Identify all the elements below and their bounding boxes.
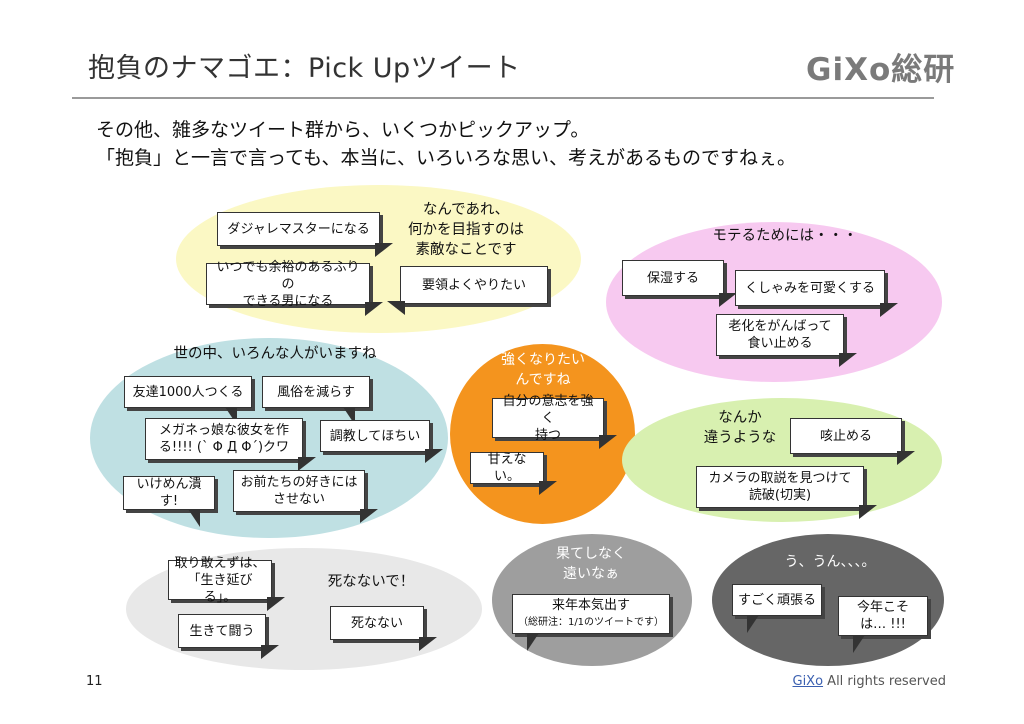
intro-line-1: その他、雑多なツイート群から、いくつかピックアップ。 — [96, 119, 590, 141]
bubble-ikinobiru: 取り敢えずは、 「生き延びる」。 — [168, 556, 285, 611]
bubble-fuuzoku: 風俗を減らす — [262, 376, 370, 425]
bubble-rouka: 老化をがんばって 食い止める — [716, 314, 857, 367]
bubble-ikitetatakau: 生きて闘う — [178, 614, 279, 659]
intro-line-2: 「抱負」と一言で言っても、本当に、いろいろな思い、考えがあるものですねぇ。 — [96, 147, 796, 169]
bubble-yoyuu: いつでも余裕のあるふりの できる男になる — [206, 260, 383, 316]
bubble-kotoshikoso: 今年こそ は… !!! — [838, 596, 928, 653]
copyright-rights: All rights reserved — [823, 674, 946, 689]
bubble-kushami: くしゃみを可愛くする — [735, 270, 898, 317]
bubble-dajare: ダジャレマスターになる — [217, 212, 393, 257]
bubble-ikemen: いけめん潰す! — [123, 476, 215, 527]
bubble-shinanai: 死なない — [330, 606, 437, 651]
bubble-rainen-note: （総研注：1/1のツイートです） — [517, 617, 665, 628]
cloud-lightgray-heading: 死なないで！ — [327, 574, 415, 590]
cloud-pink-heading: モテるためには・・・ — [712, 228, 858, 244]
header-divider — [72, 97, 934, 99]
bubble-rainen: 来年本気出す （総研注：1/1のツイートです） — [512, 594, 670, 651]
copyright: GiXo All rights reserved — [793, 674, 947, 689]
cloud-yellow-heading: なんであれ、 何かを目指すのは 素敵なことです — [408, 202, 524, 258]
intro-text: その他、雑多なツイート群から、いくつかピックアップ。 「抱負」と一言で言っても、… — [96, 116, 796, 172]
cloud-orange-heading: 強くなりたい んですね — [501, 352, 585, 388]
copyright-brand-link[interactable]: GiXo — [792, 674, 824, 689]
gixo-logo: GiXo総研 — [806, 52, 956, 88]
page-number: 11 — [86, 674, 103, 689]
bubble-megane: メガネっ娘な彼女を作 る!!!! (` Φ Д Φ´)クワ — [145, 418, 316, 471]
bubble-camera: カメラの取説を見つけて 読破(切実) — [696, 466, 877, 519]
bubble-choukyou: 調教してほちい — [320, 420, 443, 463]
bubble-ishi: 自分の意志を強く 持つ — [492, 394, 617, 449]
cloud-darkgray-heading: う、うん、、、。 — [784, 554, 876, 570]
bubble-hoshitsu: 保湿する — [622, 260, 737, 307]
cloud-midgray-heading: 果てしなく 遠いなぁ — [556, 546, 626, 582]
cloud-blue-heading: 世の中、いろんな人がいますね — [173, 346, 377, 362]
bubble-tomodachi: 友達1000人つくる — [124, 376, 252, 425]
cloud-green-heading: なんか 違うような — [703, 410, 777, 446]
page-title: 抱負のナマゴエ：Pick Upツイート — [88, 53, 521, 84]
bubble-sugoku: すごく頑張る — [732, 584, 822, 633]
bubble-amaenai: 甘えない。 — [470, 452, 557, 495]
bubble-youryou: 要領よくやりたい — [387, 266, 548, 315]
bubble-omaetachi: お前たちの好きには させない — [233, 470, 378, 523]
bubble-sekidome: 咳止める — [790, 418, 915, 465]
bubble-rainen-text: 来年本気出す — [551, 598, 630, 613]
